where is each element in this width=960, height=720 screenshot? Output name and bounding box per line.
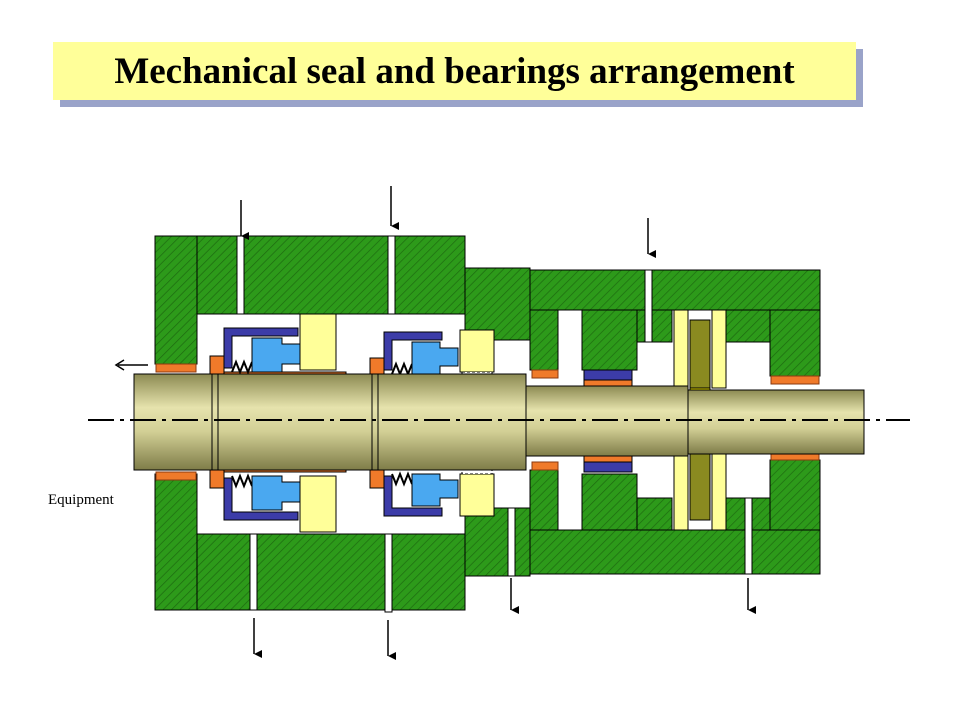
bushings <box>583 369 633 473</box>
shaft <box>133 373 865 471</box>
right-gaskets <box>531 369 820 471</box>
page-title: Mechanical seal and bearings arrangement <box>114 50 795 92</box>
title-box: Mechanical seal and bearings arrangement <box>53 42 856 100</box>
equipment-label: Equipment <box>48 492 115 508</box>
housing-ports <box>236 235 753 613</box>
left-gaskets <box>155 363 197 481</box>
flow-arrows <box>114 186 756 660</box>
